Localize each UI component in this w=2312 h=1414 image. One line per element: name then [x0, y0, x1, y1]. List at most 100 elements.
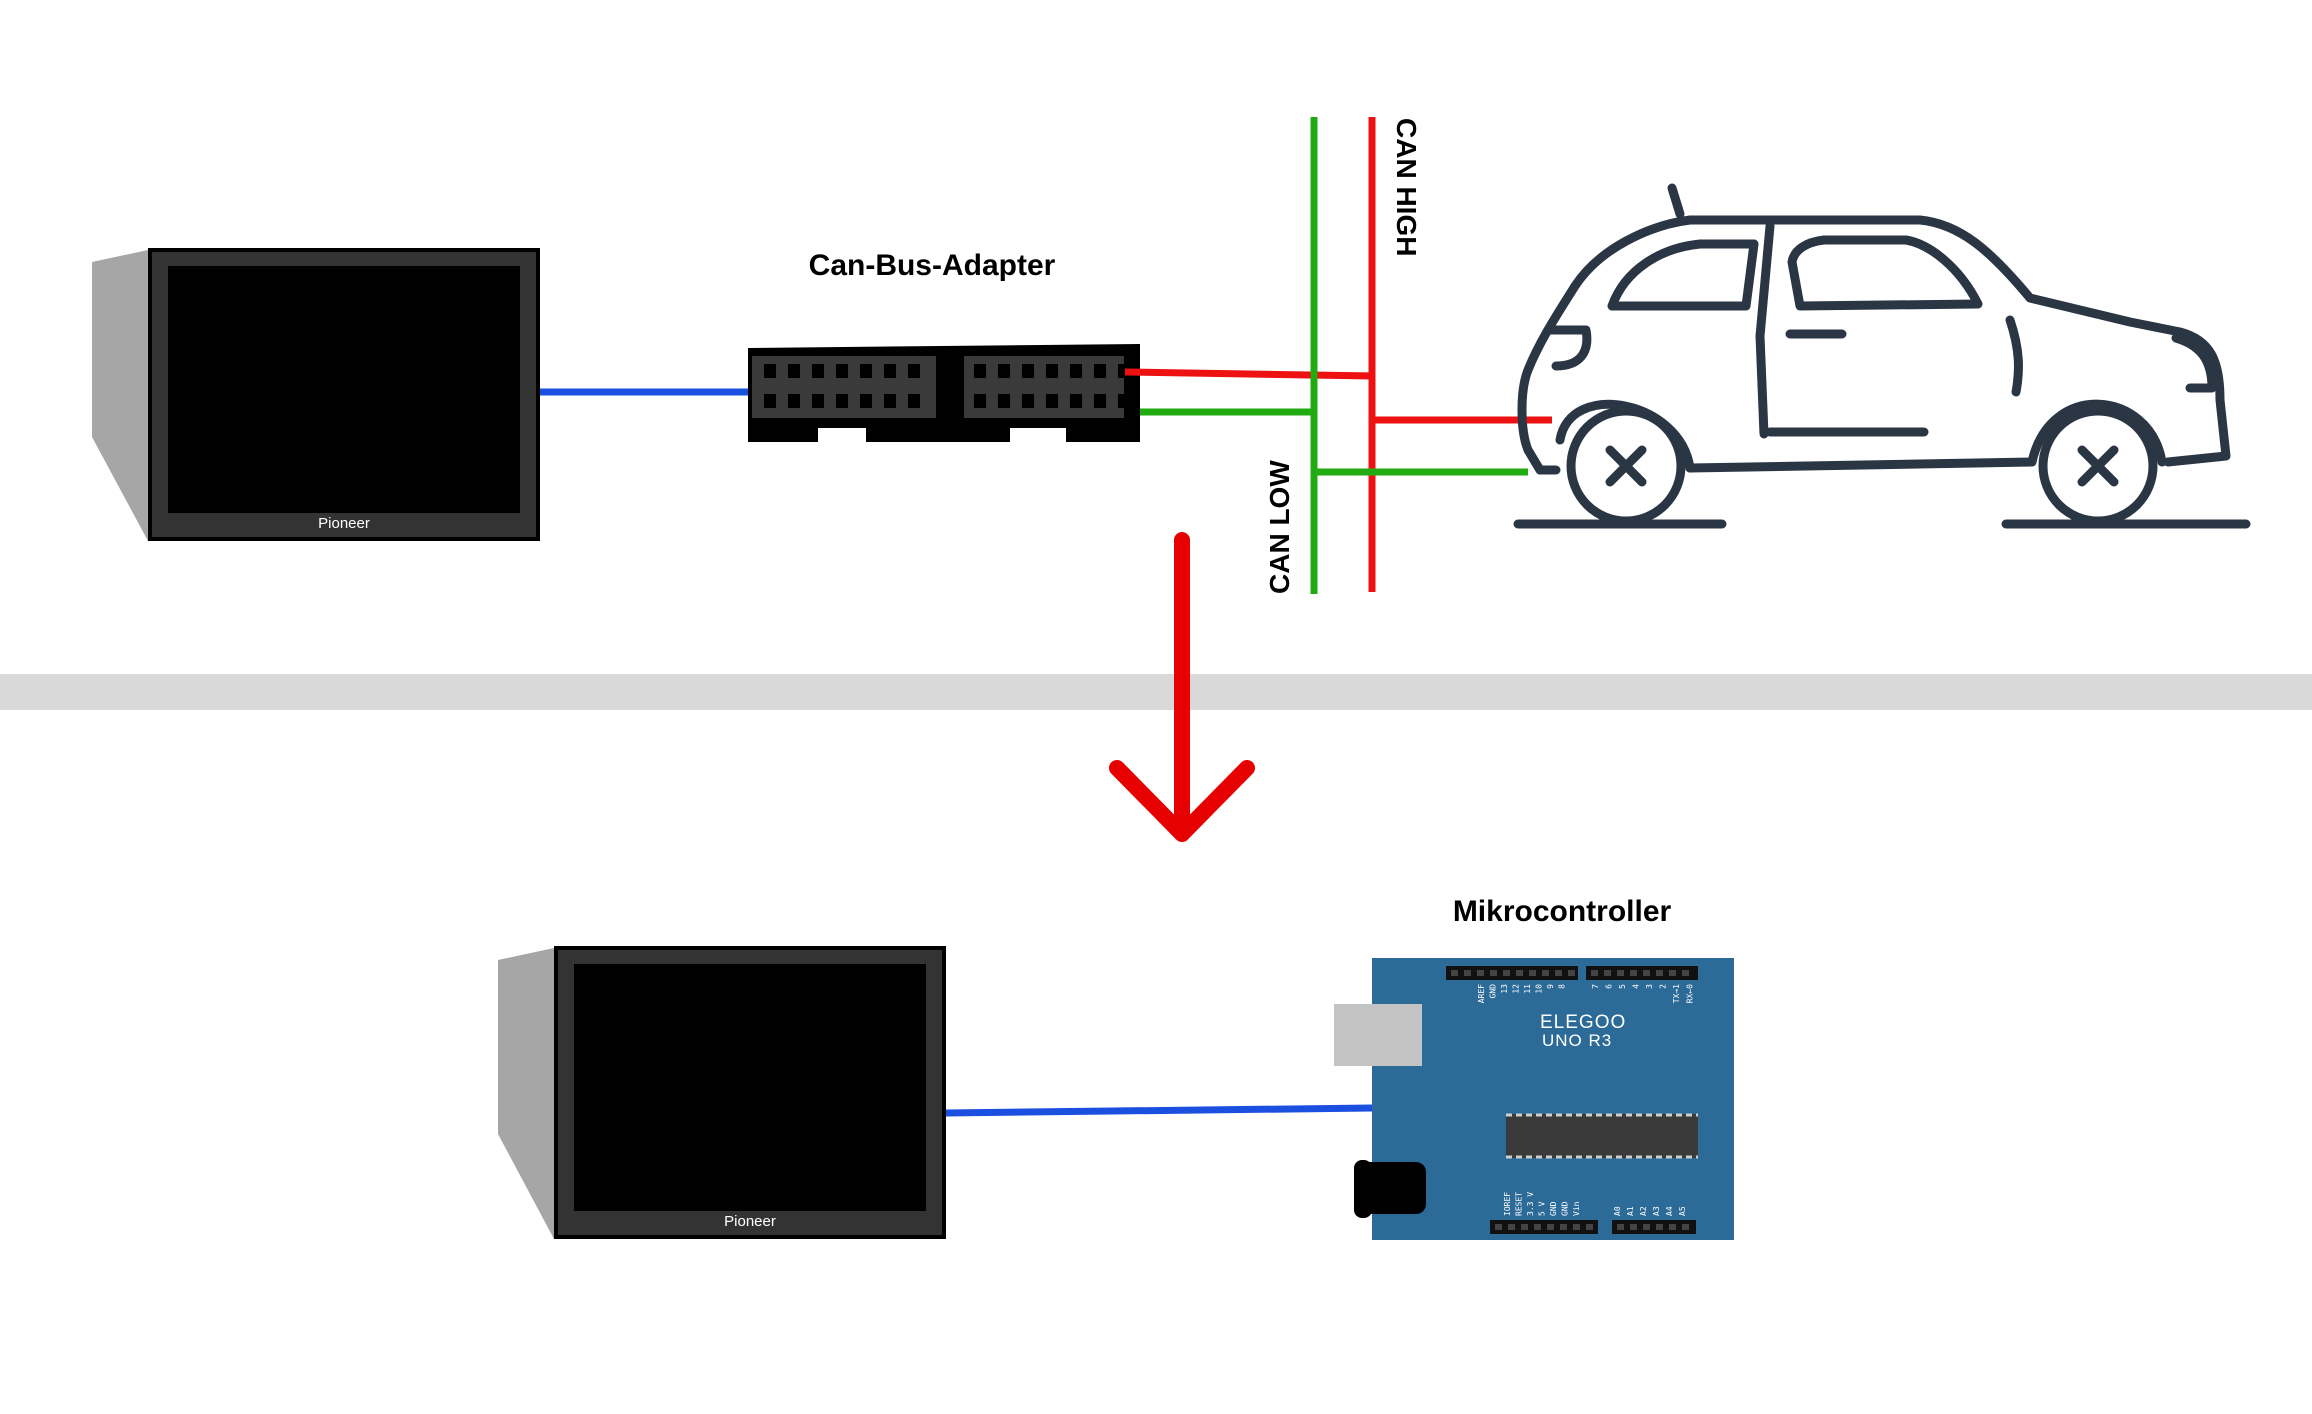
pin-label: GND — [1489, 984, 1498, 999]
adapter-pin — [1022, 394, 1034, 408]
adapter-pin — [1094, 364, 1106, 378]
board-model: UNO R3 — [1542, 1031, 1612, 1050]
header-pin-hole — [1503, 970, 1510, 976]
adapter-pin — [812, 364, 824, 378]
adapter-pin — [998, 364, 1010, 378]
adapter-pin — [1022, 364, 1034, 378]
header-pin-hole — [1508, 1224, 1515, 1230]
header-pin-hole — [1547, 1224, 1554, 1230]
header-pin-hole — [1464, 970, 1471, 976]
header-pin-hole — [1490, 970, 1497, 976]
header-pin-hole — [1529, 970, 1536, 976]
header-pin-hole — [1568, 970, 1575, 976]
adapter-pin-grid — [764, 364, 1130, 408]
head-unit-top-brand: Pioneer — [318, 515, 370, 532]
pin-label: 3 — [1645, 984, 1654, 989]
header-pin-hole — [1682, 970, 1689, 976]
head-unit-bottom-brand: Pioneer — [724, 1213, 776, 1230]
pin-label: 5 — [1618, 984, 1627, 989]
can-wiring — [1124, 117, 1552, 594]
header-pin-hole — [1656, 970, 1663, 976]
adapter-pin — [1046, 394, 1058, 408]
adapter-pin — [764, 364, 776, 378]
head-unit-bottom: Pioneer — [498, 946, 946, 1239]
pin-label: A1 — [1626, 1206, 1635, 1216]
adapter-pin — [974, 394, 986, 408]
pin-label: 11 — [1523, 984, 1532, 994]
header-pin-hole — [1682, 1224, 1689, 1230]
car-outline-icon — [1513, 183, 2251, 529]
pin-label: 7 — [1591, 984, 1600, 989]
adapter-pin — [836, 364, 848, 378]
pin-label: 8 — [1558, 984, 1567, 989]
header-pin-hole — [1656, 1224, 1663, 1230]
pin-label: 9 — [1546, 984, 1555, 989]
header-pin-hole — [1573, 1224, 1580, 1230]
pin-label: 6 — [1605, 984, 1614, 989]
header-pin-hole — [1630, 1224, 1637, 1230]
header-pin-hole — [1534, 1224, 1541, 1230]
header-pin-hole — [1555, 970, 1562, 976]
adapter-pin — [908, 394, 920, 408]
head-unit-top: Pioneer — [92, 248, 540, 541]
header-pin-hole — [1591, 970, 1598, 976]
pin-label: TX→1 — [1672, 984, 1681, 1003]
pin-label: 4 — [1632, 984, 1641, 989]
header-pin-hole — [1643, 1224, 1650, 1230]
adapter-pin — [836, 394, 848, 408]
header-pin-hole — [1495, 1224, 1502, 1230]
label-can-high: CAN HIGH — [1391, 118, 1422, 256]
adapter-pin — [974, 364, 986, 378]
arrow-down-icon — [1109, 532, 1255, 842]
adapter-pin — [1118, 394, 1130, 408]
header-pin-hole — [1451, 970, 1458, 976]
header-pin-hole — [1643, 970, 1650, 976]
adapter-pin — [884, 394, 896, 408]
adapter-pin — [1046, 364, 1058, 378]
pin-label: IOREF — [1503, 1192, 1512, 1216]
header-pin-hole — [1669, 970, 1676, 976]
pin-label: 12 — [1512, 984, 1521, 994]
label-can-bus-adapter: Can-Bus-Adapter — [809, 249, 1056, 282]
pin-label: AREF — [1477, 984, 1486, 1003]
adapter-pin — [1070, 364, 1082, 378]
header-pin-hole — [1477, 970, 1484, 976]
header-pin-hole — [1669, 1224, 1676, 1230]
header-pin-hole — [1516, 970, 1523, 976]
adapter-pin — [788, 394, 800, 408]
pin-label: 5 V — [1538, 1201, 1547, 1216]
usb-port — [1334, 1004, 1422, 1066]
label-mikrocontroller: Mikrocontroller — [1453, 895, 1672, 928]
pin-label: RX←0 — [1686, 984, 1695, 1003]
pin-label: Vin — [1572, 1201, 1581, 1216]
header-pin-hole — [1586, 1224, 1593, 1230]
adapter-pin — [860, 364, 872, 378]
header-pin-hole — [1560, 1224, 1567, 1230]
pin-label: GND — [1549, 1201, 1558, 1216]
adapter-pin — [884, 364, 896, 378]
pin-label: 3.3 V — [1526, 1192, 1535, 1216]
pin-label: GND — [1561, 1201, 1570, 1216]
header-pin-hole — [1604, 970, 1611, 976]
header-pin-hole — [1617, 970, 1624, 976]
pin-label: 2 — [1659, 984, 1668, 989]
adapter-pin — [1094, 394, 1106, 408]
adapter-pin — [1070, 394, 1082, 408]
header-pin-hole — [1617, 1224, 1624, 1230]
pin-label: A0 — [1613, 1206, 1622, 1216]
board-brand: ELEGOO — [1540, 1012, 1626, 1033]
can-bus-adapter — [748, 344, 1140, 442]
video-cable-bottom — [945, 1104, 1373, 1117]
adapter-pin — [764, 394, 776, 408]
label-can-low: CAN LOW — [1264, 460, 1295, 594]
pin-label: A4 — [1665, 1206, 1674, 1216]
pin-label: A5 — [1678, 1206, 1687, 1216]
pin-label: RESET — [1515, 1192, 1524, 1216]
section-separator — [0, 674, 2312, 710]
header-pin-hole — [1630, 970, 1637, 976]
adapter-pin — [860, 394, 872, 408]
adapter-pin — [812, 394, 824, 408]
